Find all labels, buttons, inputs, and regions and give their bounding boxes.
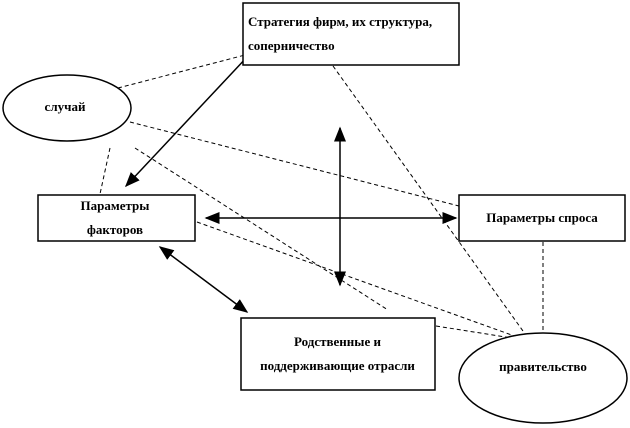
government-label: правительство xyxy=(499,359,587,374)
strategy-box xyxy=(242,2,460,66)
factors-box xyxy=(37,194,196,242)
chance-label: случай xyxy=(44,99,86,114)
arrow-factors-related xyxy=(158,246,249,313)
factors-label: Параметры факторов xyxy=(80,198,150,237)
chance-ellipse xyxy=(2,74,132,142)
dashed-chance-related xyxy=(134,147,389,311)
demand-label: Параметры спроса xyxy=(486,210,598,225)
related-label: Родственные и поддерживающие отрасли xyxy=(260,334,415,373)
dashed-chance-demand xyxy=(129,121,460,207)
dashed-factors-government xyxy=(196,221,521,339)
demand-box xyxy=(458,194,626,242)
government-ellipse xyxy=(458,332,628,424)
related-box xyxy=(240,317,436,391)
dashed-chance-strategy xyxy=(117,54,246,89)
dashed-related-government xyxy=(435,325,513,339)
strategy-label: Стратегия фирм, их структура, соперничес… xyxy=(248,14,433,53)
dashed-chance-factors xyxy=(99,147,111,195)
arrow-strategy-factors xyxy=(124,55,249,188)
